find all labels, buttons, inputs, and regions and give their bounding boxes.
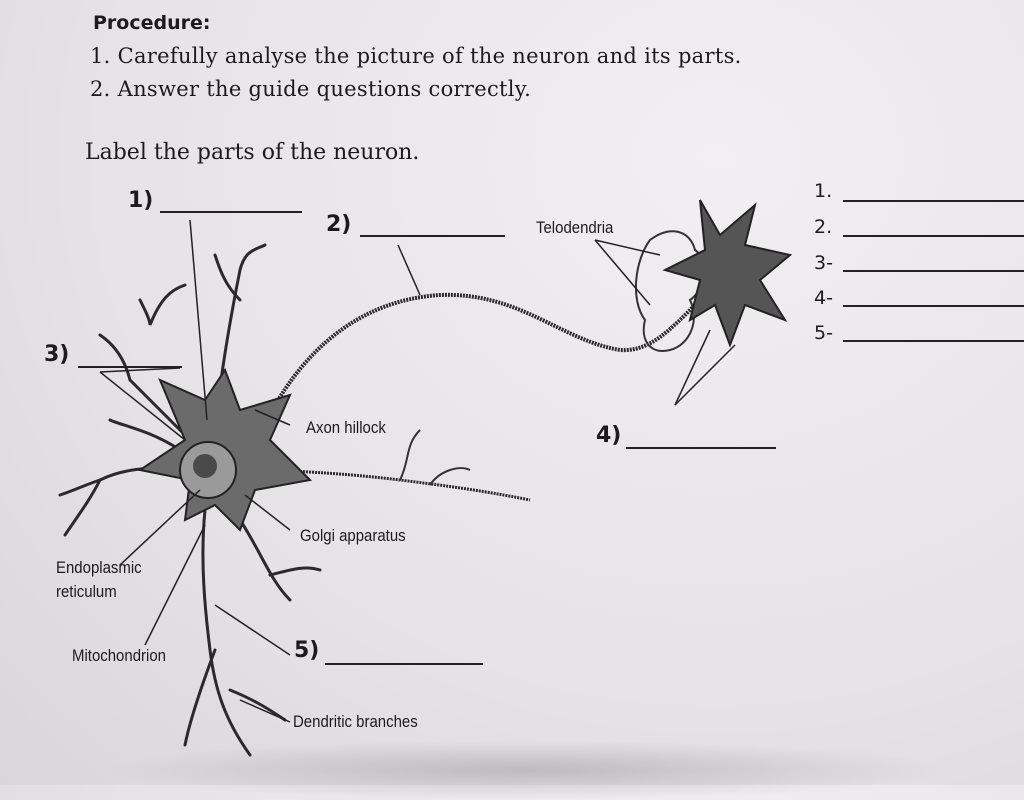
cell-body [137,367,313,532]
er-label-line1: Endoplasmic [56,558,142,577]
golgi-apparatus-label: Golgi apparatus [300,526,406,545]
answer-3-number: 3- [814,252,833,274]
blank-1-number: 1) [128,188,154,213]
answer-1-line[interactable] [843,200,1024,202]
blank-5-line[interactable] [325,663,483,665]
mitochondrion-label: Mitochondrion [72,646,166,665]
answer-2-number: 2. [814,216,833,238]
telodendria-label: Telodendria [536,218,614,237]
answer-4-line[interactable] [843,305,1024,307]
blank-5-number: 5) [294,638,320,663]
blank-4-number: 4) [596,423,622,448]
axon-terminal [634,199,793,352]
blank-2-number: 2) [326,212,352,237]
answer-2-line[interactable] [843,235,1024,237]
procedure-heading: Procedure: [93,12,211,34]
blank-4-line[interactable] [626,447,776,449]
answer-3-line[interactable] [843,270,1024,272]
label-instruction: Label the parts of the neuron. [85,140,420,165]
dendritic-branches-label: Dendritic branches [293,712,418,731]
axon-hillock-label: Axon hillock [306,418,386,437]
procedure-step-2: 2. Answer the guide questions correctly. [90,77,532,101]
procedure-step-1: 1. Carefully analyse the picture of the … [90,44,742,68]
axon [260,292,702,431]
answer-4-number: 4- [814,287,833,309]
blank-2-line[interactable] [360,235,505,237]
answer-1-number: 1. [814,180,833,202]
blank-3-line[interactable] [78,366,182,368]
leader-lines [99,219,736,723]
er-label-line2: reticulum [56,582,117,601]
answer-5-number: 5- [814,322,833,344]
blank-1-line[interactable] [160,211,302,213]
answer-5-line[interactable] [843,340,1024,342]
blank-3-number: 3) [44,342,70,367]
